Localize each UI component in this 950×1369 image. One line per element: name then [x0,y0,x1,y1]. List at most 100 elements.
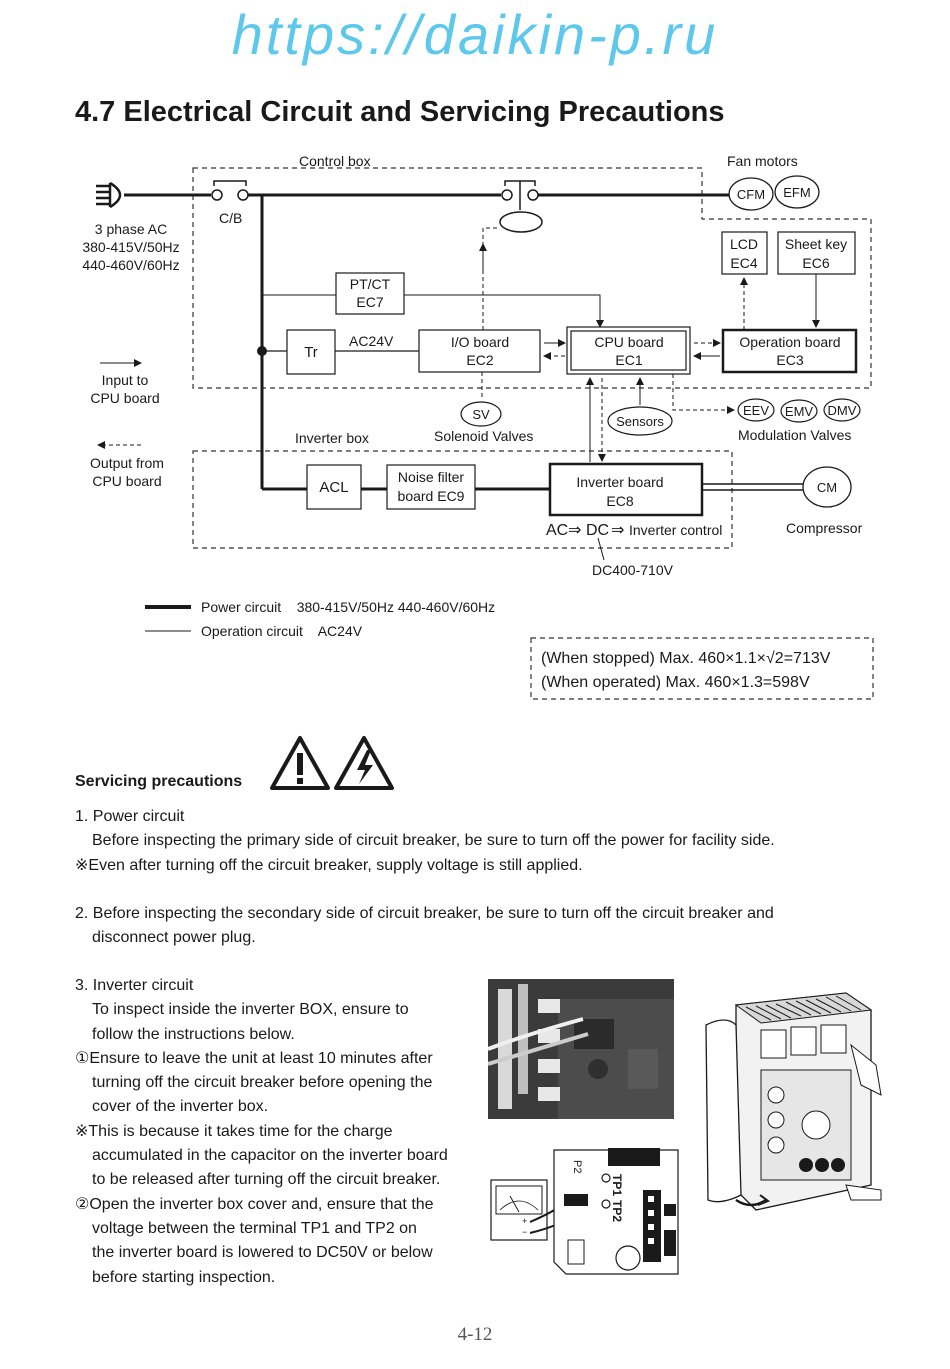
efm-motor [774,175,820,209]
cpu-board-label-1: CPU board [594,334,663,350]
p3-line-8: to be released after turning off the cir… [92,1171,441,1189]
cfm-label: CFM [737,187,765,202]
electric-shock-icon [334,736,394,790]
warning-icons [270,736,394,790]
p3-line-3: ①Ensure to leave the unit at least 10 mi… [75,1049,433,1067]
conversion-arrow-2: ⇒ [611,522,624,539]
modulation-valves-label: Modulation Valves [738,427,851,443]
sv-valve [460,401,502,427]
inverter-box-label: Inverter box [295,430,369,446]
ptct-label-1: PT/CT [350,276,391,292]
control-box-outline [192,167,872,389]
p3-line-10: voltage between the terminal TP1 and TP2… [92,1219,417,1237]
tp1-label: TP1 [610,1174,624,1196]
operation-board-box [721,328,858,374]
emv-label: EMV [785,404,814,419]
operated-voltage: (When operated) Max. 460×1.3=598V [541,674,810,691]
legend-operation: Operation circuit AC24V [201,623,363,639]
contactor-symbol [499,180,543,233]
efm-label: EFM [783,185,810,200]
ptct-label-2: EC7 [356,294,383,310]
operation-board-label-1: Operation board [739,334,840,350]
lcd-box [721,231,768,275]
p3-line-11: the inverter board is lowered to DC50V o… [92,1244,433,1262]
caution-icon [270,736,330,790]
input-label-1: Input to [102,372,149,388]
input-label-2: CPU board [90,390,159,406]
dmv-valve [823,398,861,422]
inverter-box-outline [192,450,733,549]
p3-line-2: follow the instructions below. [92,1025,295,1043]
stopped-voltage: (When stopped) Max. 460×1.1×√2=713V [541,650,831,667]
supply-label-3: 440-460V/60Hz [82,257,179,273]
inverter-board-photo [488,979,674,1119]
noise-filter-label-1: Noise filter [398,469,464,485]
dc-voltage-label: DC400-710V [592,562,674,578]
conversion-ac: AC [546,522,568,539]
cfm-motor [728,177,774,211]
p3-line-4: turning off the circuit breaker before o… [92,1074,433,1092]
sensors-label: Sensors [616,414,664,429]
tp-measurement-diagram: + − P2 TP1 TP2 [490,1148,679,1275]
inverter-board-box [548,462,704,517]
p2-line-2: disconnect power plug. [92,929,256,947]
supply-label-2: 380-415V/50Hz [82,239,179,255]
eev-label: EEV [743,403,769,418]
sheet-key-label-1: Sheet key [785,236,847,252]
inverter-board-label-2: EC8 [606,493,633,509]
supply-label-1: 3 phase AC [95,221,167,237]
ac24v-label: AC24V [349,333,394,349]
conversion-inverter: Inverter control [629,522,722,538]
compressor-motor [802,466,852,508]
sheet-key-label-2: EC6 [802,255,829,271]
lcd-label-2: EC4 [730,255,757,271]
p1-title: 1. Power circuit [75,808,185,825]
output-label-1: Output from [90,455,164,471]
io-board-label-2: EC2 [466,352,493,368]
p3-line-7: accumulated in the capacitor on the inve… [92,1147,448,1165]
cpu-board-box [566,326,691,375]
meter-plus-icon: + [522,1216,527,1226]
voltage-note-box [530,637,874,700]
cb-label: C/B [219,210,242,226]
p3-line-9: ②Open the inverter box cover and, ensure… [75,1195,434,1213]
sensors-oval [607,406,673,436]
lcd-label-1: LCD [730,236,758,252]
io-board-label-1: I/O board [451,334,509,350]
inverter-unit-illustration [705,992,882,1211]
circuit-breaker-symbol [211,180,249,201]
p2-label: P2 [571,1160,583,1173]
cm-label: CM [817,480,837,495]
output-label-2: CPU board [92,473,161,489]
p2-line-1: 2. Before inspecting the secondary side … [75,905,774,922]
page-number: 4-12 [457,1324,493,1345]
cpu-board-label-2: EC1 [615,352,642,368]
p1-note: ※Even after turning off the circuit brea… [75,856,583,874]
meter-minus-icon: − [522,1227,527,1237]
p3-line-5: cover of the inverter box. [92,1098,269,1116]
compressor-label: Compressor [786,520,863,536]
noise-filter-label-2: board EC9 [398,488,465,504]
legend-power: Power circuit 380-415V/50Hz 440-460V/60H… [201,599,495,615]
circuit-diagram: Control box Fan motors 3 phase AC 380-41… [82,153,874,700]
servicing-precautions-title: Servicing precautions [75,773,243,790]
page-title: 4.7 Electrical Circuit and Servicing Pre… [75,96,725,128]
dmv-label: DMV [828,403,857,418]
inverter-board-label-1: Inverter board [576,474,663,490]
conversion-arrow-1: ⇒ [568,522,581,539]
power-plug-icon [96,181,122,209]
p3-title: 3. Inverter circuit [75,977,194,994]
p3-line-1: To inspect inside the inverter BOX, ensu… [92,1001,409,1019]
acl-label: ACL [319,479,348,496]
ptct-box [335,272,405,315]
p3-line-6: ※This is because it takes time for the c… [75,1122,393,1140]
operation-board-label-2: EC3 [776,352,803,368]
transformer-box [286,329,336,375]
watermark-url[interactable]: https://daikin-p.ru [231,3,719,66]
fan-motors-label: Fan motors [727,153,798,169]
tp2-label: TP2 [610,1200,624,1222]
p3-line-12: before starting inspection. [92,1268,276,1286]
tr-label: Tr [304,344,318,361]
emv-valve [780,399,818,423]
conversion-dc: DC [586,522,609,539]
